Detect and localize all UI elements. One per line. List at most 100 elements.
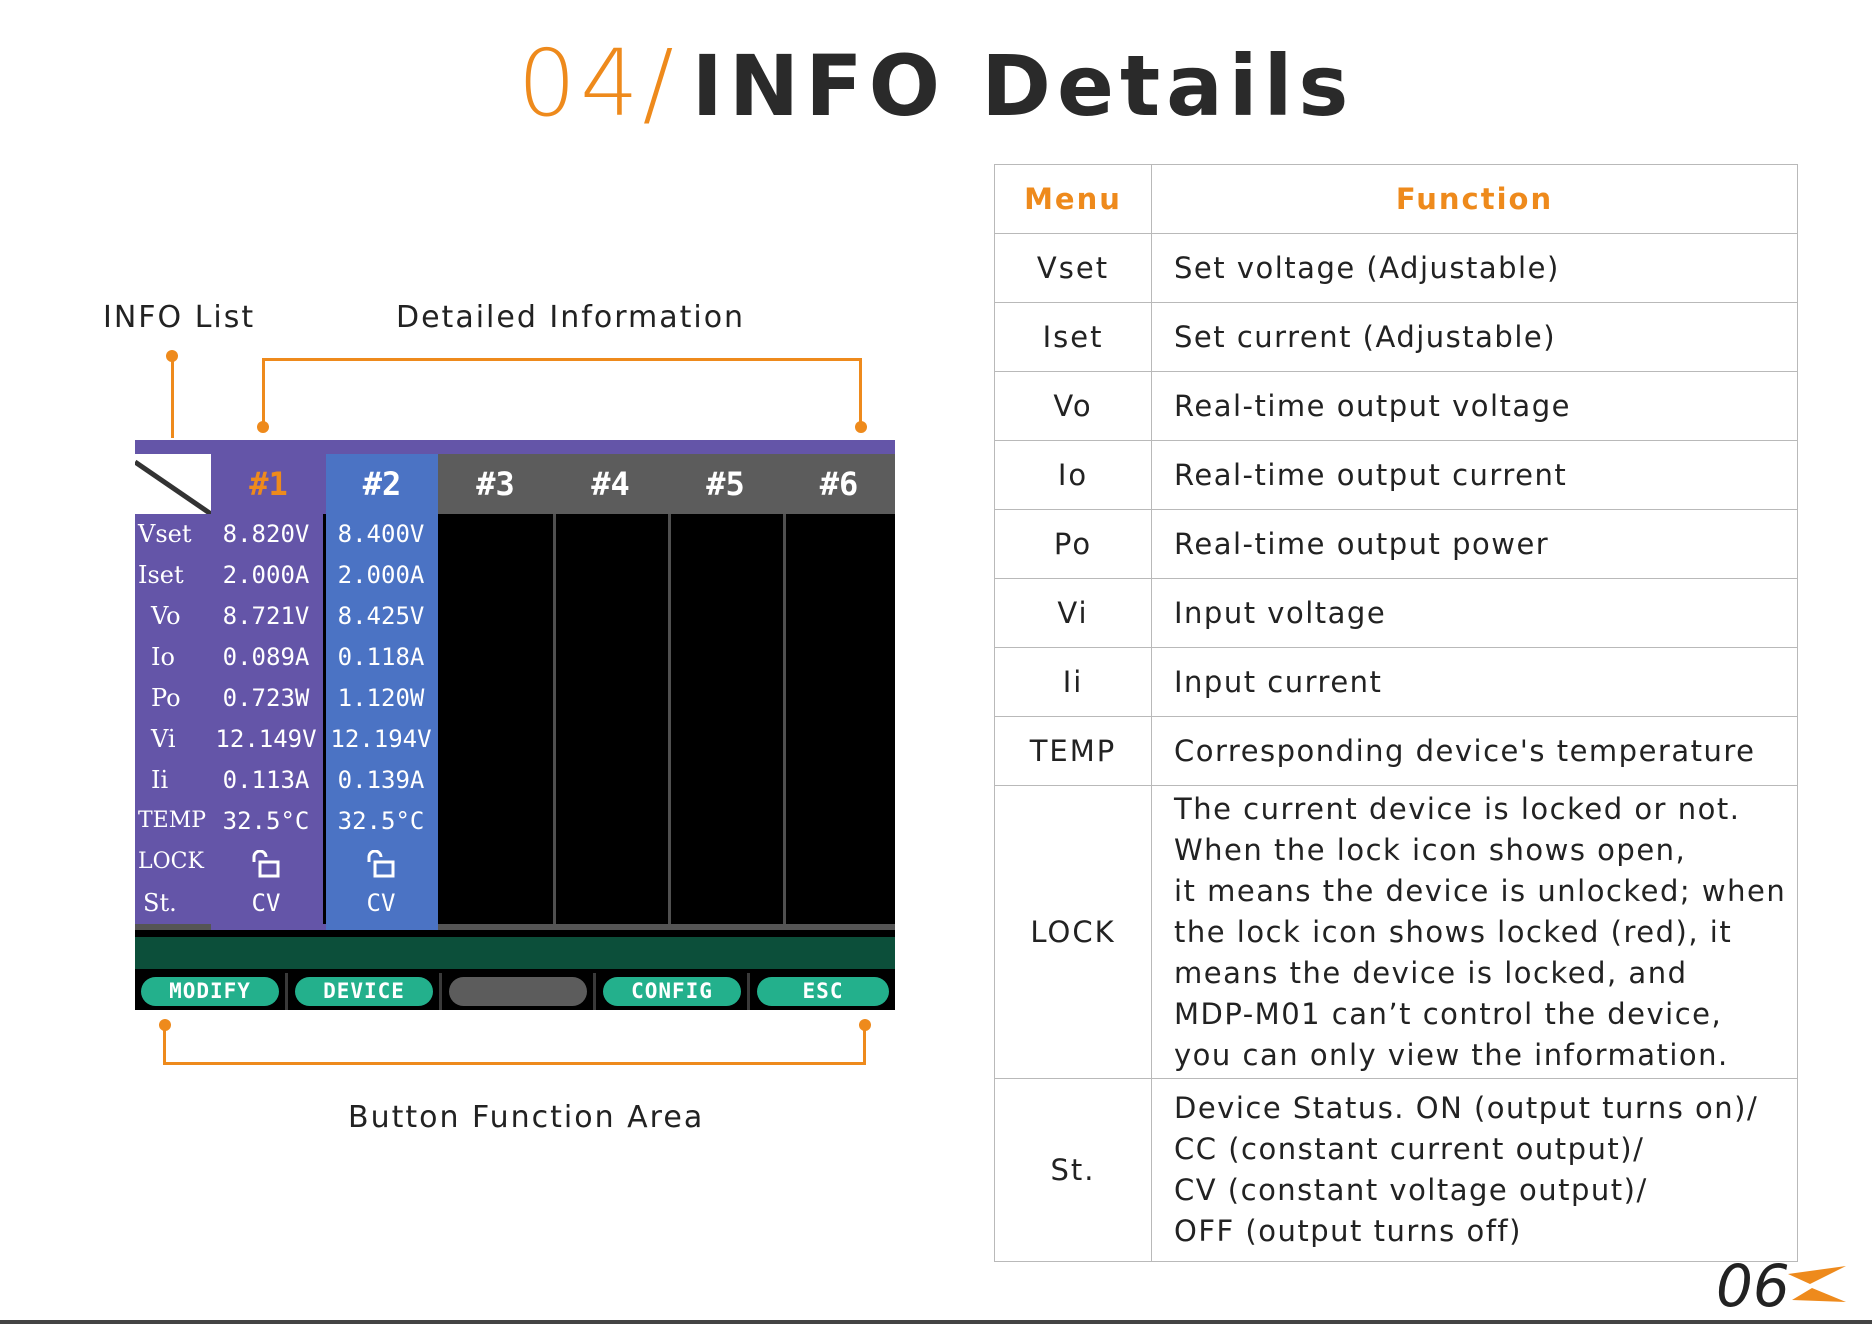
row-label: Vi: [151, 725, 176, 753]
row-label: St.: [143, 889, 177, 917]
menu-cell: Vi: [994, 578, 1152, 648]
channel-1-value: 8.820V: [222, 520, 310, 548]
channel-2-column[interactable]: 8.400V 2.000A 8.425V 0.118A 1.120W 12.19…: [326, 514, 438, 924]
function-cell: Set current (Adjustable): [1151, 302, 1798, 372]
function-line: CC (constant current output)/: [1174, 1132, 1645, 1166]
modify-button[interactable]: MODIFY: [141, 977, 279, 1006]
empty-button[interactable]: [449, 977, 587, 1006]
channel-2-value: 8.425V: [337, 602, 425, 630]
table-row: TEMP Corresponding device's temperature: [994, 716, 1798, 786]
status-bar: [135, 937, 895, 969]
function-cell: Device Status. ON (output turns on)/ CC …: [1151, 1078, 1798, 1262]
channel-header-1[interactable]: #1: [211, 454, 326, 514]
page-number: 06: [1716, 1252, 1790, 1320]
function-line: it means the device is unlocked; when: [1174, 873, 1787, 908]
page-title: 04/INFO Details: [0, 30, 1872, 137]
function-cell: Set voltage (Adjustable): [1151, 233, 1798, 303]
channel-header-2[interactable]: #2: [326, 454, 438, 514]
channel-header-6[interactable]: #6: [783, 454, 895, 514]
channel-1-value: 0.113A: [222, 766, 310, 794]
channel-2-value: 32.5°C: [337, 807, 425, 835]
function-line: CV (constant voltage output)/: [1174, 1173, 1648, 1207]
function-cell: Real-time output voltage: [1151, 371, 1798, 441]
channel-1-value: 8.721V: [222, 602, 310, 630]
channel-1-value: CV: [251, 889, 281, 917]
unlocked-icon: [252, 850, 280, 878]
info-list-column: Vset Iset Vo Io Po Vi Ii TEMP LOCK St.: [135, 514, 211, 924]
corner-cell: [135, 454, 211, 514]
menu-cell: LOCK: [994, 785, 1152, 1079]
column-divider: [668, 514, 671, 924]
info-list-label: INFO List: [103, 300, 256, 335]
function-header: Function: [1151, 164, 1798, 234]
channel-1-value: 12.149V: [215, 725, 317, 753]
menu-cell: Vo: [994, 371, 1152, 441]
table-row: Vo Real-time output voltage: [994, 371, 1798, 441]
row-label: LOCK: [138, 849, 204, 874]
menu-cell: TEMP: [994, 716, 1152, 786]
brand-logo-icon: [1788, 1266, 1846, 1302]
section-number: 04/: [517, 30, 678, 137]
info-details-table: Menu Function Vset Set voltage (Adjustab…: [994, 164, 1798, 1262]
channel-2-value: 2.000A: [337, 561, 425, 589]
page-bottom-rule: [0, 1320, 1872, 1324]
channel-2-value: 0.118A: [337, 643, 425, 671]
row-label: Io: [151, 643, 175, 671]
menu-cell: St.: [994, 1078, 1152, 1262]
row-label: Vo: [151, 602, 181, 630]
menu-cell: Ii: [994, 647, 1152, 717]
function-cell: Input current: [1151, 647, 1798, 717]
channel-1-value: 2.000A: [222, 561, 310, 589]
function-line: you can only view the information.: [1174, 1037, 1729, 1072]
config-button[interactable]: CONFIG: [603, 977, 741, 1006]
function-line: MDP-M01 can’t control the device,: [1174, 996, 1723, 1031]
channel-2-value: 8.400V: [337, 520, 425, 548]
channel-2-value: 12.194V: [330, 725, 432, 753]
device-button[interactable]: DEVICE: [295, 977, 433, 1006]
function-line: OFF (output turns off): [1174, 1214, 1522, 1248]
channel-header-3[interactable]: #3: [438, 454, 553, 514]
esc-button[interactable]: ESC: [757, 977, 889, 1006]
column-divider: [553, 514, 556, 924]
channel-1-value: 0.089A: [222, 643, 310, 671]
table-row: St. Device Status. ON (output turns on)/…: [994, 1078, 1798, 1262]
function-cell: Real-time output power: [1151, 509, 1798, 579]
channel-1-column[interactable]: 8.820V 2.000A 8.721V 0.089A 0.723W 12.14…: [211, 514, 323, 924]
table-row: Vset Set voltage (Adjustable): [994, 233, 1798, 303]
section-title: INFO Details: [691, 37, 1355, 135]
menu-cell: Vset: [994, 233, 1152, 303]
function-cell: The current device is locked or not. Whe…: [1151, 785, 1798, 1079]
device-screen: #1 #2 #3 #4 #5 #6 Vset Iset Vo Io Po Vi …: [135, 440, 895, 1010]
row-label: Vset: [138, 520, 192, 548]
channel-1-value: 32.5°C: [222, 807, 310, 835]
function-line: Device Status. ON (output turns on)/: [1174, 1091, 1759, 1125]
table-row: Po Real-time output power: [994, 509, 1798, 579]
button-function-area-label: Button Function Area: [348, 1100, 705, 1135]
row-label: Ii: [151, 766, 169, 794]
function-line: the lock icon shows locked (red), it: [1174, 914, 1733, 949]
grid-bottom-strip: [135, 924, 895, 930]
menu-cell: Po: [994, 509, 1152, 579]
row-label: TEMP: [138, 808, 207, 833]
screen-top-bar: [135, 440, 895, 454]
function-line: The current device is locked or not.: [1174, 791, 1741, 826]
table-row: Io Real-time output current: [994, 440, 1798, 510]
column-divider: [783, 514, 786, 924]
channel-1-value: 0.723W: [222, 684, 310, 712]
function-cell: Real-time output current: [1151, 440, 1798, 510]
channel-header-5[interactable]: #5: [668, 454, 783, 514]
row-label: Iset: [138, 561, 184, 589]
channel-2-value: 1.120W: [337, 684, 425, 712]
table-row: Vi Input voltage: [994, 578, 1798, 648]
function-line: When the lock icon shows open,: [1174, 832, 1687, 867]
unlocked-icon: [367, 850, 395, 878]
channel-2-value: CV: [366, 889, 396, 917]
channel-header-4[interactable]: #4: [553, 454, 668, 514]
menu-header: Menu: [994, 164, 1152, 234]
table-row: Ii Input current: [994, 647, 1798, 717]
table-row: Iset Set current (Adjustable): [994, 302, 1798, 372]
function-cell: Input voltage: [1151, 578, 1798, 648]
channel-2-value: 0.139A: [337, 766, 425, 794]
function-line: means the device is locked, and: [1174, 955, 1688, 990]
menu-cell: Io: [994, 440, 1152, 510]
